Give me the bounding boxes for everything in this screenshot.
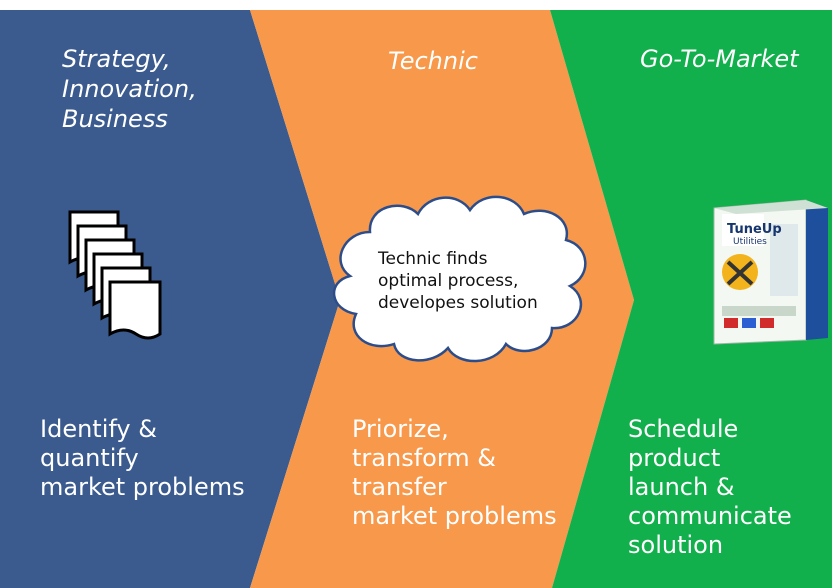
go-to-market-description: Schedule product launch & communicate so… (628, 415, 792, 559)
technic-description: Priorize, transform & transfer market pr… (352, 415, 557, 530)
product-brand: TuneUp (727, 222, 782, 237)
strategy-description: Identify & quantify market problems (40, 415, 245, 501)
go-to-market-heading: Go-To-Market (640, 45, 799, 73)
product-subtitle: Utilities (733, 237, 767, 247)
strategy-chevron (0, 10, 340, 588)
cloud-text: Technic finds optimal process, developes… (378, 249, 538, 313)
strategy-heading: Strategy, Innovation, Business (62, 45, 197, 133)
go-to-market-chevron (550, 10, 832, 588)
technic-heading: Technic (388, 47, 478, 75)
